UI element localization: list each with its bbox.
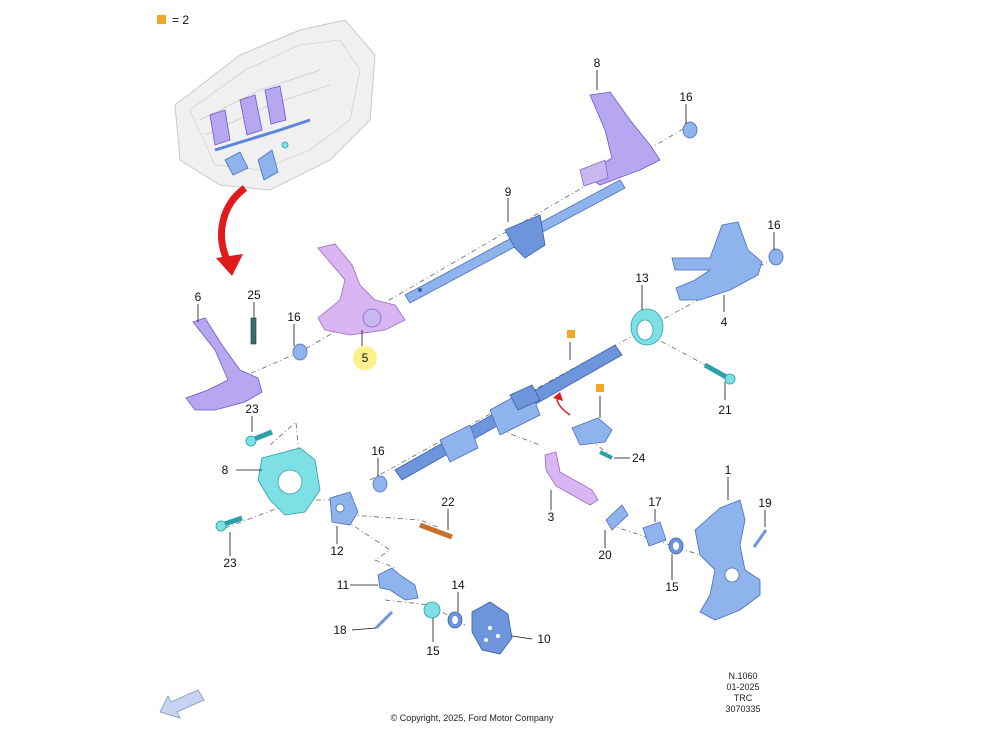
ref-line-2: 01-2025 bbox=[726, 682, 759, 692]
callout-23-bottom: 23 bbox=[223, 556, 237, 570]
part-9-shift-rail bbox=[404, 179, 626, 304]
callout-23-top: 23 bbox=[245, 402, 259, 416]
callout-14-bottom: 14 bbox=[451, 578, 465, 592]
part-11-lever bbox=[377, 567, 419, 601]
part-8-housing bbox=[257, 447, 321, 516]
part-22-pin bbox=[419, 522, 453, 540]
part-23-bolts bbox=[215, 429, 273, 532]
callout-25: 25 bbox=[247, 288, 261, 302]
callout-4: 4 bbox=[721, 315, 728, 329]
callout-20: 20 bbox=[598, 548, 612, 562]
qty-marker-bracket bbox=[596, 384, 604, 392]
leader-lines bbox=[197, 70, 775, 642]
callout-3: 3 bbox=[548, 510, 555, 524]
callout-12: 12 bbox=[330, 544, 344, 558]
view-direction-arrow-icon bbox=[159, 689, 205, 719]
part-1-plate bbox=[694, 499, 761, 621]
part-17-sleeve bbox=[642, 521, 667, 547]
main-selector-shaft bbox=[394, 344, 623, 481]
callout-1: 1 bbox=[725, 463, 732, 477]
callout-15: 15 bbox=[426, 644, 440, 658]
copyright-text: © Copyright, 2025, Ford Motor Company bbox=[391, 713, 554, 723]
legend-text: = 2 bbox=[172, 13, 189, 27]
callout-16-left: 16 bbox=[287, 310, 301, 324]
part-18-pin bbox=[374, 610, 394, 630]
transmission-overview-image bbox=[174, 19, 376, 191]
callout-16-mid: 16 bbox=[371, 444, 385, 458]
part-24-bracket bbox=[553, 392, 613, 460]
assembly-lines bbox=[224, 124, 781, 626]
callout-9: 9 bbox=[505, 185, 512, 199]
part-6-shift-fork bbox=[185, 317, 263, 411]
part-3-lever bbox=[544, 451, 599, 506]
callout-18: 18 bbox=[333, 623, 347, 637]
highlight-5 bbox=[353, 346, 377, 370]
callout-5: 5 bbox=[362, 351, 369, 365]
part-7-shift-fork bbox=[579, 91, 661, 187]
part-16-bushings bbox=[292, 121, 784, 493]
callout-17: 17 bbox=[648, 495, 662, 509]
callout-24: 24 bbox=[632, 451, 646, 465]
part-14-washers bbox=[447, 537, 684, 629]
callout-22: 22 bbox=[441, 495, 455, 509]
legend-marker bbox=[157, 15, 166, 24]
part-10-knob bbox=[471, 601, 513, 655]
callout-16-right: 16 bbox=[767, 218, 781, 232]
callout-11: 11 bbox=[337, 578, 350, 592]
callout-16-top: 16 bbox=[679, 90, 693, 104]
part-20-bracket bbox=[605, 504, 629, 531]
callout-19: 19 bbox=[758, 496, 772, 510]
callout-8: 8 bbox=[222, 463, 229, 477]
ref-line-3: TRC bbox=[734, 693, 753, 703]
qty-marker-shaft bbox=[567, 330, 575, 338]
ref-line-4: 3070335 bbox=[725, 704, 760, 714]
part-5-shift-fork bbox=[317, 243, 406, 336]
ref-line-1: N.1060 bbox=[728, 671, 757, 681]
callout-7: 8 bbox=[594, 56, 601, 70]
part-21-bolt bbox=[703, 362, 736, 385]
part-12-block bbox=[329, 491, 359, 526]
part-4-shift-fork bbox=[671, 221, 763, 301]
part-19-pin bbox=[752, 529, 768, 548]
part-13-collar bbox=[630, 308, 664, 346]
part-15-bushing bbox=[423, 601, 441, 619]
part-25-pin bbox=[250, 317, 257, 345]
callout-13: 13 bbox=[635, 271, 649, 285]
callout-21: 21 bbox=[718, 403, 732, 417]
callout-10: 10 bbox=[537, 632, 551, 646]
callout-6: 6 bbox=[195, 290, 202, 304]
red-direction-arrow bbox=[216, 185, 248, 276]
callout-14-right: 15 bbox=[665, 580, 679, 594]
